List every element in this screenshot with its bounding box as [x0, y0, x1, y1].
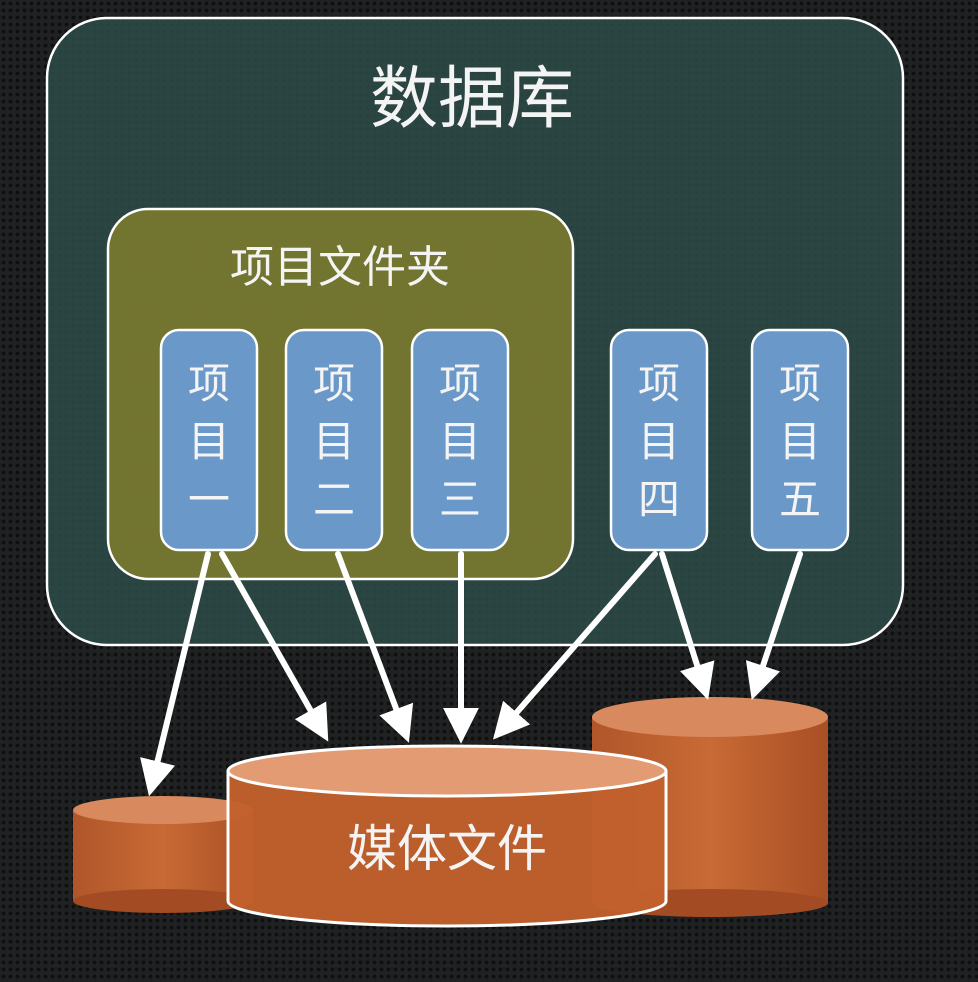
project-5-box	[750, 328, 850, 552]
storage-cylinder-left	[73, 796, 253, 913]
project-2: 项 目 二	[284, 328, 384, 552]
project-1-char-2: 目	[188, 417, 230, 466]
project-2-char-1: 项	[313, 359, 355, 408]
project-4-char-1: 项	[638, 359, 680, 408]
project-4-char-3: 四	[638, 475, 680, 524]
project-4-char-2: 目	[638, 417, 680, 466]
project-5: 项 目 五	[750, 328, 850, 552]
project-5-char-2: 目	[779, 417, 821, 466]
media-cylinder: 媒体文件	[226, 744, 668, 928]
project-1-box	[159, 328, 259, 552]
arrow-project-1-to-left-store	[140, 551, 211, 797]
project-3-char-3: 三	[439, 475, 481, 524]
project-1: 项 目 一	[159, 328, 259, 552]
project-2-box	[284, 328, 384, 552]
arrow-project-5-to-right-store	[745, 551, 803, 700]
project-3: 项 目 三	[410, 328, 510, 552]
project-3-box	[410, 328, 510, 552]
arrow-project-2-to-media	[335, 551, 414, 743]
storage-cylinder-left-bottom	[73, 889, 253, 913]
storage-cylinder-left-body	[73, 810, 253, 901]
arrows	[140, 551, 803, 797]
media-cylinder-top	[226, 744, 668, 798]
project-4-box	[609, 328, 709, 552]
media-cylinder-body	[226, 771, 668, 928]
project-5-char-3: 五	[779, 475, 821, 524]
project-3-char-2: 目	[439, 417, 481, 466]
project-2-char-3: 二	[313, 475, 355, 524]
media-files-label: 媒体文件	[347, 820, 547, 878]
project-2-char-2: 目	[313, 417, 355, 466]
database-label: 数据库	[370, 60, 574, 139]
arrow-project-1-to-media	[219, 551, 329, 742]
arrow-project-4-to-media	[492, 551, 658, 740]
project-folder-label: 项目文件夹	[230, 242, 450, 293]
project-5-char-1: 项	[779, 359, 821, 408]
project-4: 项 目 四	[609, 328, 709, 552]
project-1-char-3: 一	[188, 475, 230, 524]
project-1-char-1: 项	[188, 359, 230, 408]
project-3-char-1: 项	[439, 359, 481, 408]
storage-cylinder-right-top	[592, 697, 828, 737]
storage-cylinder-left-top	[73, 796, 253, 824]
arrow-project-4-to-right-store	[659, 551, 715, 701]
